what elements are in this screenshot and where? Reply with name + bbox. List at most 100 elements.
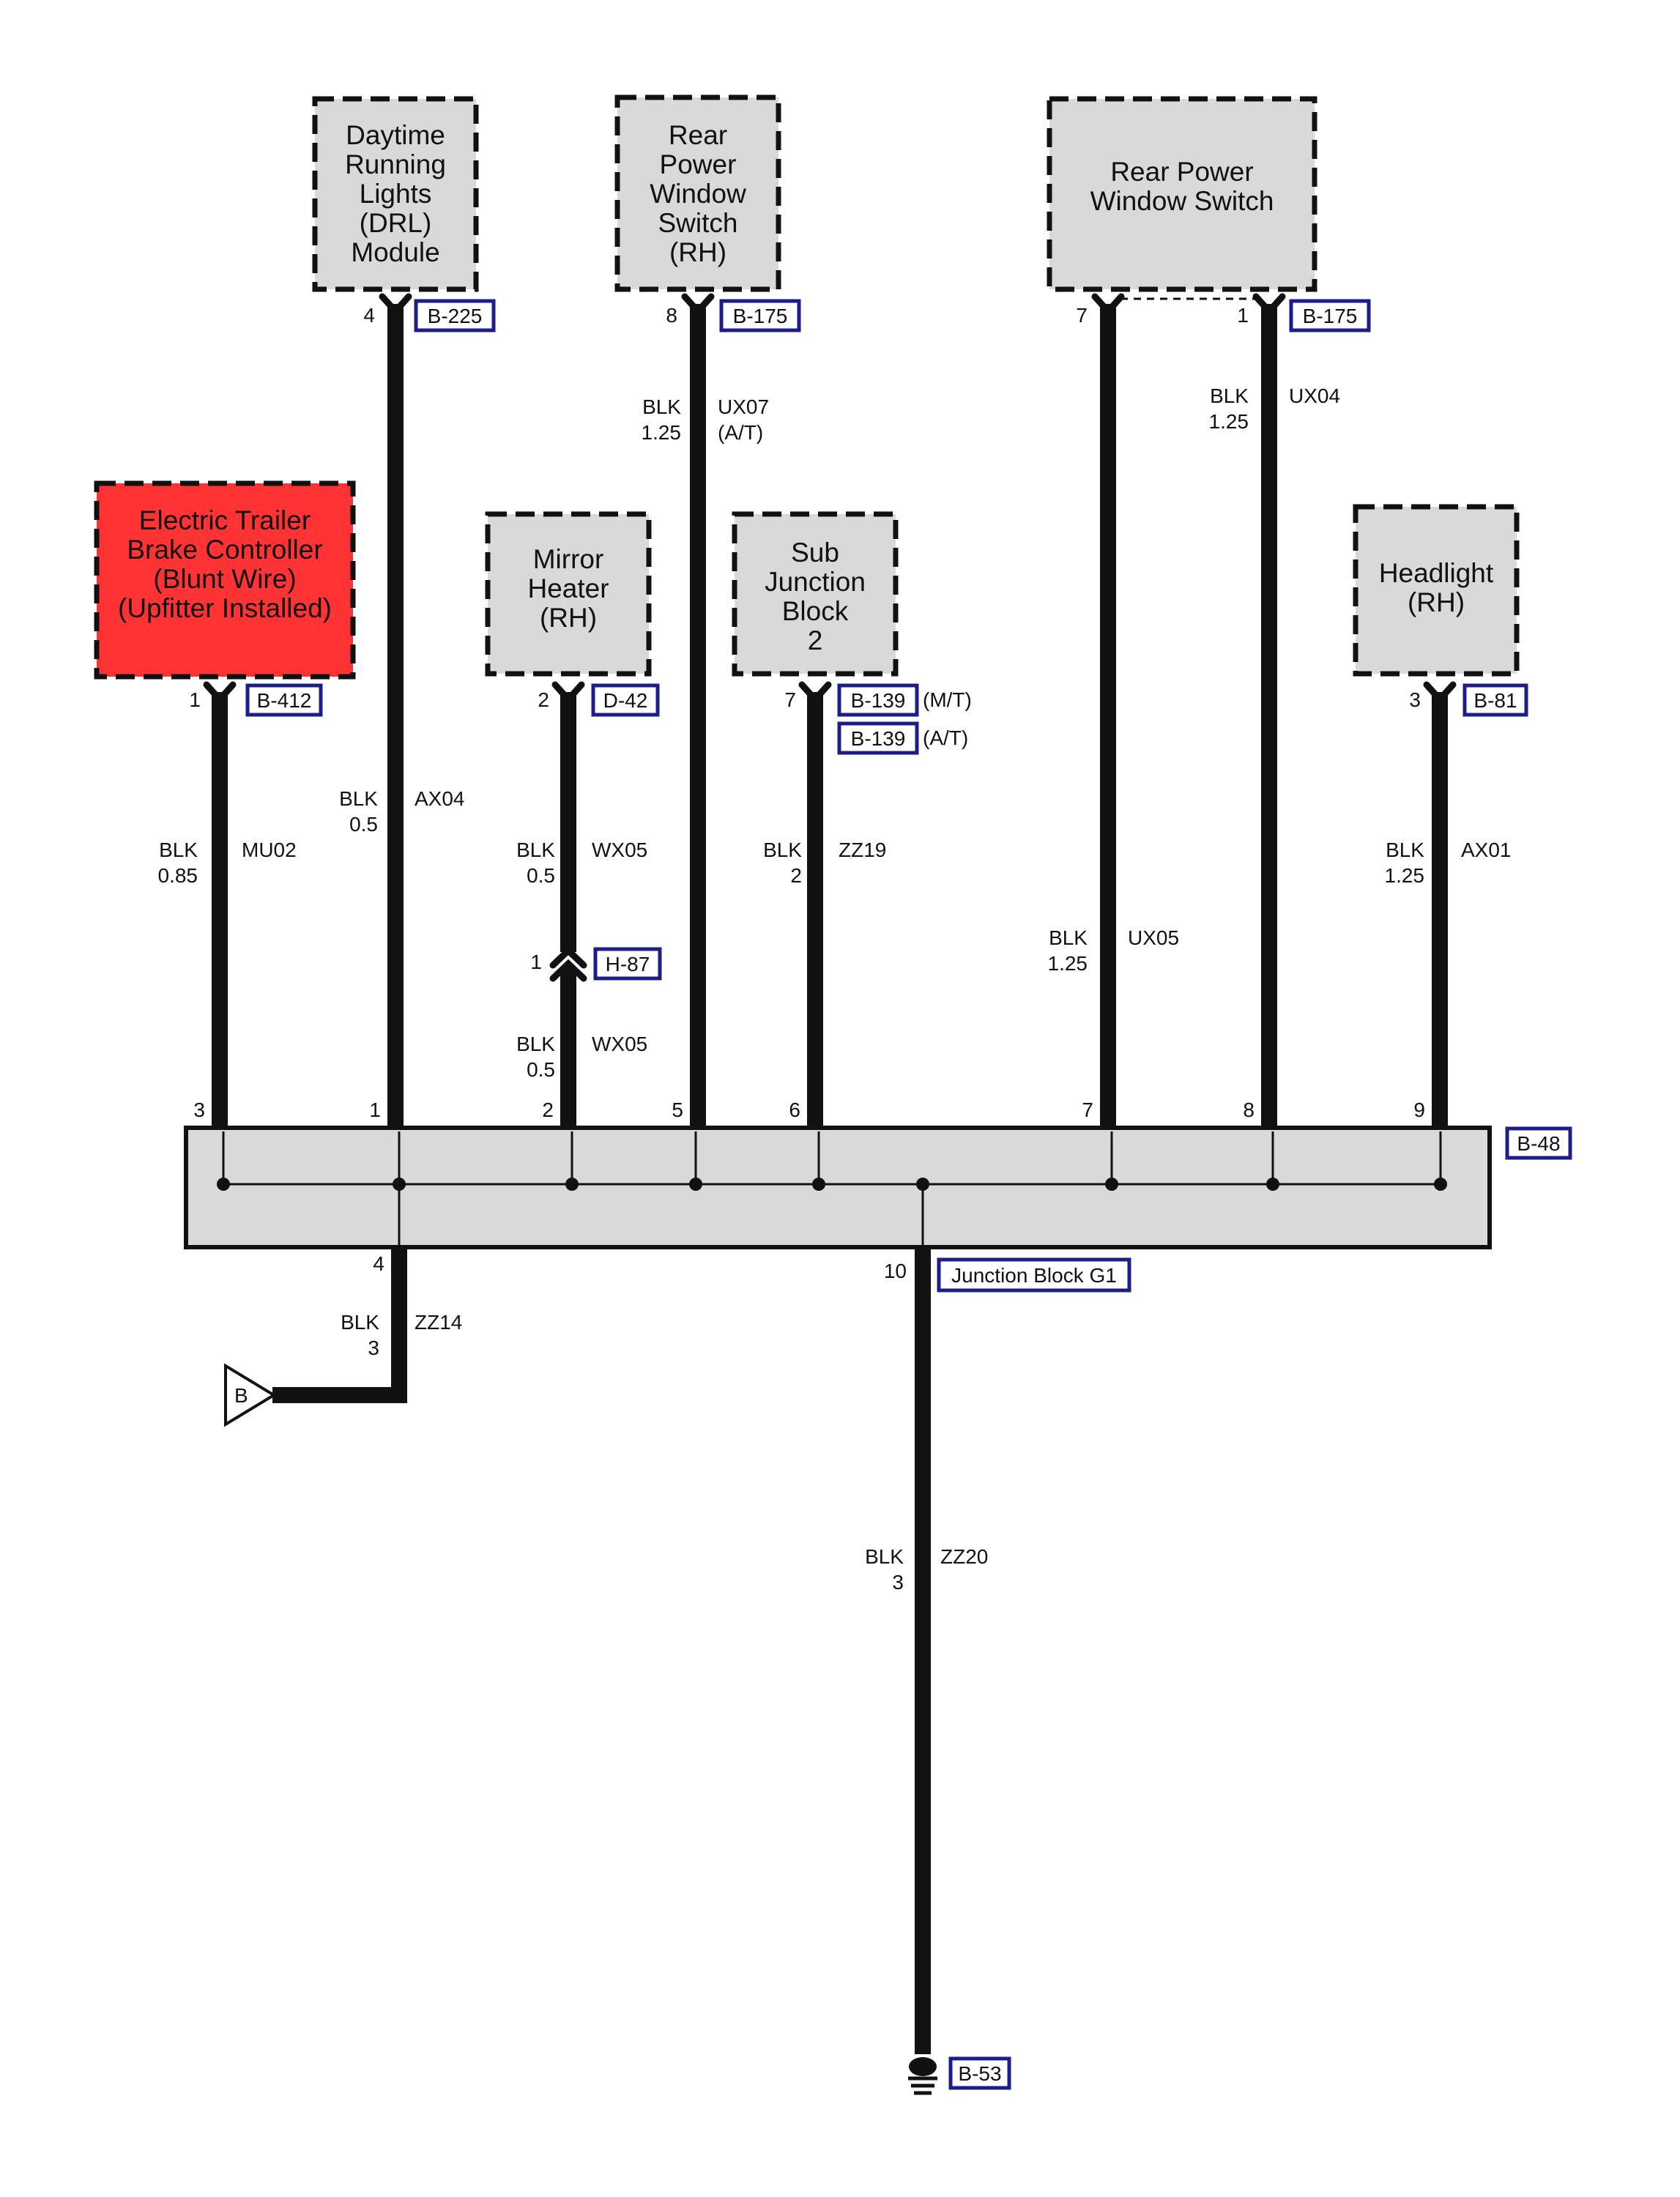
wire-ux07-variant: (A/T): [718, 421, 763, 444]
wire-ux05-size: 1.25: [1048, 952, 1088, 975]
wire-zz14-code: ZZ14: [415, 1311, 462, 1334]
conn-b175: B-175: [1289, 299, 1371, 332]
subjb-label-2: Junction: [765, 567, 866, 597]
electric-trailer-brake-controller: Electric Trailer Brake Controller (Blunt…: [94, 480, 356, 680]
wire-zz14-color: BLK: [341, 1311, 379, 1334]
wire-ax01-size: 1.25: [1385, 864, 1425, 887]
conn-d42: D-42: [591, 683, 660, 717]
rpws-rh-label-1: Rear: [669, 120, 727, 150]
wire-ux04-color: BLK: [1210, 384, 1249, 407]
wire-zz14-size: 3: [368, 1337, 379, 1359]
drl-label-3: Lights: [360, 179, 432, 209]
pin-jb-1: 1: [369, 1098, 381, 1121]
wire-mu02-color: BLK: [159, 839, 198, 861]
wire-zz20-code: ZZ20: [940, 1545, 988, 1568]
terminal-rpws-1: [1252, 293, 1286, 316]
mirror-label-2: Heater: [527, 573, 609, 603]
drl-label-4: (DRL): [360, 208, 432, 238]
wire-ux07-color: BLK: [642, 395, 681, 418]
pin-jb-5: 5: [672, 1098, 683, 1121]
rpws-rh-label-3: Window: [650, 179, 746, 209]
terminal-trailer: [203, 681, 237, 705]
wire-ax04-code: AX04: [415, 787, 465, 810]
conn-b53: B-53: [948, 2056, 1011, 2090]
pin-jb-4: 4: [373, 1252, 384, 1275]
terminal-h87-upper: [549, 945, 587, 969]
offpage-reference: B: [224, 1363, 277, 1427]
wire-zz14: [272, 1245, 407, 1403]
conn-b412: B-412: [245, 683, 323, 717]
terminal-symbols: [203, 293, 1457, 982]
mirror-label-3: (RH): [540, 603, 597, 633]
drl-module: Daytime Running Lights (DRL) Module: [312, 96, 479, 292]
terminal-rpws-7: [1091, 293, 1125, 316]
wire-wx05b-color: BLK: [516, 1033, 555, 1055]
wire-ax04-color: BLK: [339, 787, 378, 810]
conn-b225-label: B-225: [428, 305, 483, 327]
pin-rpws-rh: 8: [666, 304, 677, 327]
rpws-label-2: Window Switch: [1090, 186, 1274, 216]
wire-zz19-code: ZZ19: [839, 839, 886, 861]
terminal-h87-lower: [549, 959, 587, 982]
conn-b139-at: B-139: [837, 721, 919, 755]
pin-trailer: 1: [189, 688, 201, 711]
wire-mu02-code: MU02: [242, 839, 297, 861]
conn-b53-label: B-53: [958, 2062, 1001, 2085]
pin-jb-9: 9: [1413, 1098, 1425, 1121]
wire-zz20-size: 3: [892, 1571, 904, 1594]
pin-rpws-1: 1: [1237, 304, 1249, 327]
pin-drl: 4: [363, 304, 375, 327]
pin-h87: 1: [530, 951, 542, 973]
wire-ux04-size: 1.25: [1209, 410, 1249, 433]
drl-label-2: Running: [345, 149, 446, 179]
wire-wx05a-code: WX05: [592, 839, 647, 861]
wire-mu02-size: 0.85: [158, 864, 198, 887]
junction-block-b48: [184, 1126, 1492, 1249]
mirror-heater-rh: Mirror Heater (RH): [485, 511, 652, 677]
pin-jb-6: 6: [789, 1098, 800, 1121]
wire-zz19-size: 2: [790, 864, 802, 887]
conn-b175-label: B-175: [1303, 305, 1358, 327]
variant-mt: (M/T): [923, 688, 972, 711]
rpws-rh-label-4: Switch: [658, 208, 738, 238]
subjb-label-4: 2: [808, 625, 823, 655]
conn-b175-rh-label: B-175: [733, 305, 788, 327]
wire-ux05-code: UX05: [1128, 926, 1179, 949]
pin-jb-3: 3: [193, 1098, 205, 1121]
wire-wx05b-size: 0.5: [527, 1058, 555, 1081]
trailer-label-1: Electric Trailer: [139, 505, 311, 535]
headlight-rh: Headlight (RH): [1353, 504, 1520, 677]
subjb-label-3: Block: [782, 596, 849, 626]
conn-b139-mt: B-139: [837, 683, 919, 717]
pin-jb-2: 2: [542, 1098, 554, 1121]
trailer-label-4: (Upfitter Installed): [118, 593, 332, 623]
conn-b48-label: B-48: [1517, 1132, 1560, 1155]
wire-wx05b-code: WX05: [592, 1033, 647, 1055]
wire-wx05a-size: 0.5: [527, 864, 555, 887]
terminal-subjb: [798, 681, 832, 705]
conn-junction-block-g1: Junction Block G1: [937, 1257, 1131, 1293]
offpage-reference-label: B: [234, 1384, 248, 1407]
conn-b81: B-81: [1462, 683, 1528, 717]
variant-at: (A/T): [923, 726, 968, 749]
conn-b225: B-225: [414, 299, 496, 332]
wire-ux07-code: UX07: [718, 395, 769, 418]
wire-ux04-code: UX04: [1289, 384, 1340, 407]
pin-subjb: 7: [784, 688, 796, 711]
pin-jb-8: 8: [1243, 1098, 1255, 1121]
conn-b139-mt-label: B-139: [851, 689, 906, 712]
conn-h87: H-87: [593, 947, 662, 981]
drl-label-5: Module: [351, 237, 439, 267]
terminal-drl: [379, 293, 412, 316]
wire-ax04-size: 0.5: [349, 813, 378, 836]
wire-zz20-color: BLK: [865, 1545, 904, 1568]
pin-rpws-7: 7: [1076, 304, 1088, 327]
pin-mirror: 2: [538, 688, 549, 711]
mirror-label-1: Mirror: [533, 544, 604, 574]
terminal-mirror: [551, 681, 585, 705]
conn-b139-at-label: B-139: [851, 727, 906, 750]
conn-d42-label: D-42: [603, 689, 648, 712]
conn-b48: B-48: [1505, 1126, 1572, 1160]
rear-power-window-switch-rh: Rear Power Window Switch (RH): [614, 94, 781, 292]
